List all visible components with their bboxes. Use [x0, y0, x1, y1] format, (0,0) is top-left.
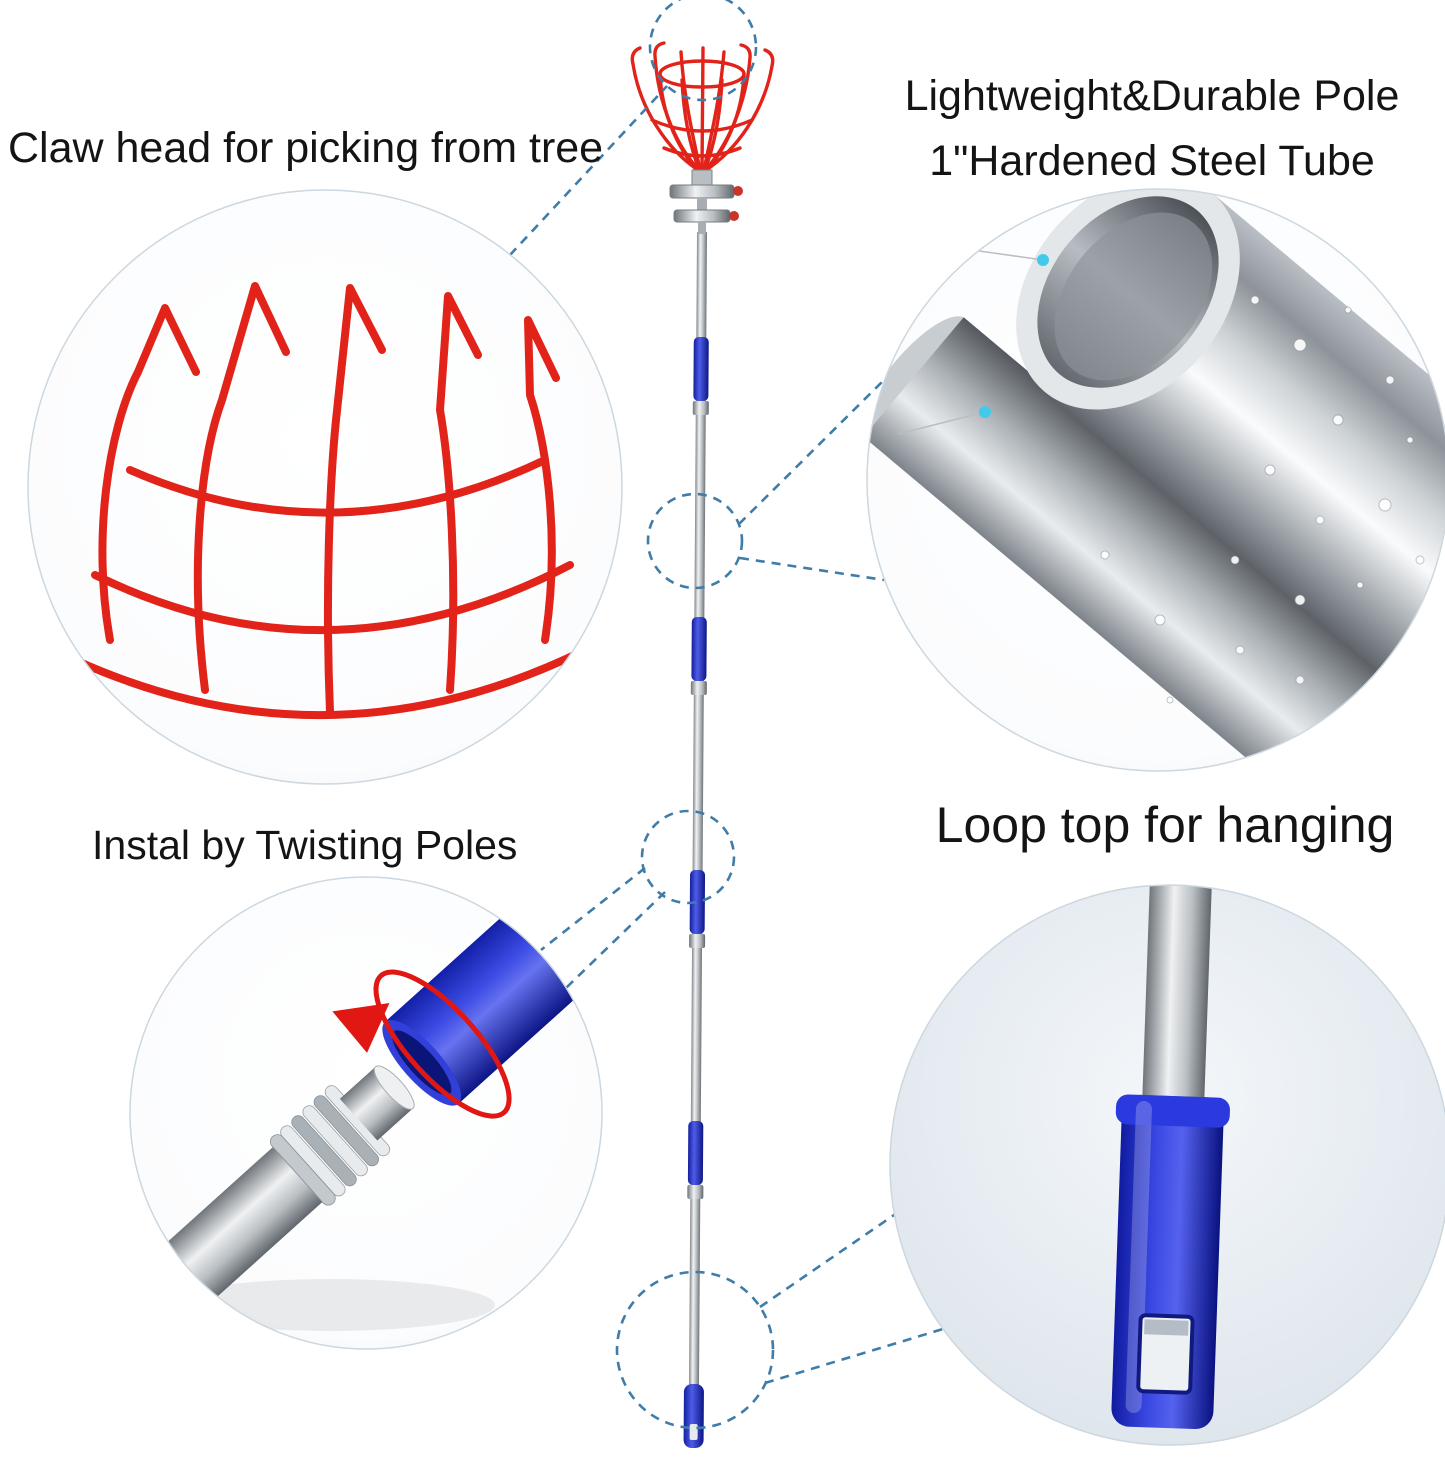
callout-ring-joint [640, 809, 736, 905]
pole-grip-band [693, 336, 709, 402]
twist-arrow-icon [332, 969, 512, 1119]
claw-closeup-circle [27, 189, 623, 785]
callout-ring-pole [646, 492, 744, 590]
pole-callout-label: Lightweight&Durable Pole 1"Hardened Stee… [870, 64, 1434, 193]
claw-basket-icon [630, 41, 775, 234]
claw-callout-label: Claw head for picking from tree [8, 124, 604, 172]
hanging-hole [1136, 1313, 1195, 1395]
water-droplets [1100, 295, 1425, 704]
callout-ring-claw [648, 0, 758, 102]
connector-claw-line [509, 85, 668, 256]
pole-grip-band [687, 1120, 704, 1185]
callout-ring-handle [615, 1270, 775, 1430]
connector-pole-line-1 [738, 379, 885, 525]
connector-pole-line-2 [739, 556, 885, 582]
pole-joint-collar [692, 400, 709, 416]
pole-grip-band [691, 616, 707, 682]
loop-handle-closeup-illustration [1111, 885, 1230, 1430]
steel-tube-closeup-illustration [867, 189, 1445, 771]
pole-label-line2: 1"Hardened Steel Tube [929, 136, 1375, 185]
connector-handle-line-1 [759, 1211, 898, 1309]
loop-callout-label: Loop top for hanging [935, 797, 1395, 853]
pole-label-line1: Lightweight&Durable Pole [904, 72, 1400, 120]
steel-tube-closeup-circle [866, 188, 1445, 772]
connector-joint-line-2 [565, 891, 666, 989]
connector-joint-line-1 [540, 866, 646, 952]
pole-grip-band [689, 869, 706, 935]
connector-handle-line-2 [764, 1327, 944, 1385]
pole-joint-collar [689, 933, 706, 949]
threaded-collar [270, 1085, 391, 1206]
pole-joint-collar [687, 1184, 704, 1200]
claw-wire-closeup-illustration [71, 282, 589, 720]
pole-joint-collar [690, 680, 707, 696]
loop-handle-closeup-circle [889, 884, 1445, 1446]
install-callout-label: Instal by Twisting Poles [92, 822, 518, 868]
telescopic-pole [683, 231, 709, 1448]
loop-handle [683, 1383, 704, 1448]
pole-twist-closeup-circle [129, 876, 603, 1350]
fruit-picker-product [630, 41, 775, 1448]
